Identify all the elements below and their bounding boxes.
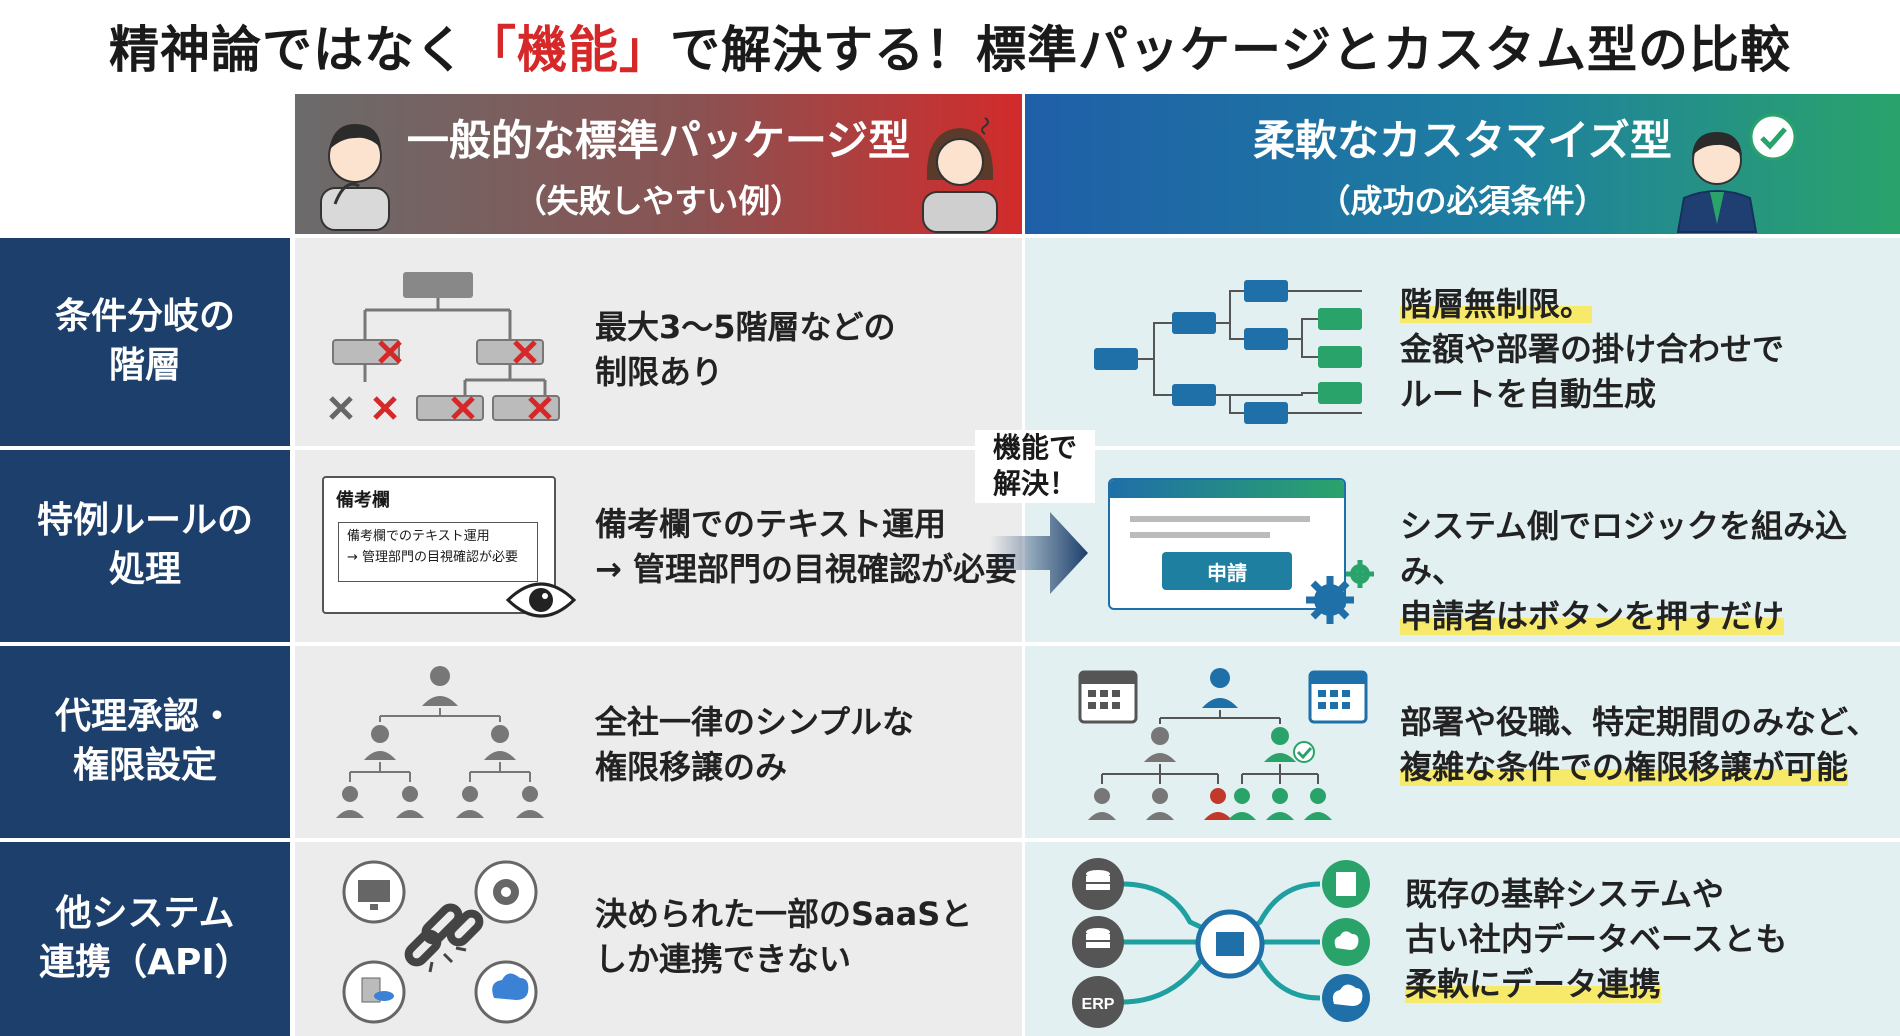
page-title: 精神論ではなく「機能」で解決する！標準パッケージとカスタム型の比較 (0, 0, 1900, 92)
row2-label-line1: 特例ルールの (36, 500, 253, 542)
gear-icon (1306, 560, 1374, 624)
row4-label-line1: 他システム (55, 893, 235, 935)
memo-line2: → 管理部門の目視確認が必要 (347, 549, 519, 565)
row3-left-cell (295, 646, 1022, 838)
window-text-line (1130, 532, 1270, 538)
header-right-title: 柔軟なカスタマイズ型 (1253, 115, 1672, 165)
row3-right-text: 部署や役職、特定期間のみなど、 複雑な条件での権限移譲が可能 (1400, 700, 1878, 790)
row1-left-line2: 制限あり (595, 352, 724, 391)
row2-right-text: システム側でロジックを組み込み、 申請者はボタンを押すだけ (1400, 504, 1900, 638)
broken-link-icon (342, 860, 538, 1024)
apply-button[interactable]: 申請 (1162, 552, 1292, 590)
row3-right-cell (1025, 646, 1900, 838)
worried-woman-icon (922, 117, 998, 233)
limited-tree-icon (329, 272, 560, 421)
row4-right-line1: 既存の基幹システムや (1405, 875, 1725, 913)
row3-left-text: 全社一律のシンプルな 権限移譲のみ (595, 700, 914, 790)
header-left-title: 一般的な標準パッケージ型 (406, 115, 911, 165)
row-label-proxy: 代理承認・権限設定 (0, 646, 290, 838)
window-titlebar (1110, 480, 1344, 498)
integration-hub-icon: ERP (1072, 858, 1370, 1028)
row4-left-line2: しか連携できない (595, 939, 852, 978)
middle-label: 機能で 解決！ (975, 430, 1095, 503)
row-label-integration: 他システム連携（API） (0, 842, 290, 1036)
row1-right-line3: ルートを自動生成 (1400, 374, 1657, 413)
header-right-subtitle: （成功の必須条件） (1318, 181, 1607, 220)
title-accent: 「機能」 (466, 21, 670, 79)
row-label-branch: 条件分岐の階層 (0, 238, 290, 446)
row3-left-line1: 全社一律のシンプルな (595, 703, 915, 741)
memo-inner-box: 備考欄でのテキスト運用 → 管理部門の目視確認が必要 (338, 522, 538, 582)
eye-icon (505, 582, 577, 618)
row4-label-line2: 連携（API） (39, 942, 251, 983)
row1-right-text: 階層無制限。 金額や部署の掛け合わせで ルートを自動生成 (1400, 282, 1784, 416)
worried-man-icon (320, 124, 390, 231)
row3-label-line2: 権限設定 (72, 745, 217, 786)
row-label-exception: 特例ルールの処理 (0, 450, 290, 642)
center-arrow-icon (990, 512, 1088, 594)
row3-right-line1: 部署や役職、特定期間のみなど、 (1400, 703, 1879, 741)
header-custom-type: 柔軟なカスタマイズ型 （成功の必須条件） (1025, 94, 1900, 234)
memo-title: 備考欄 (336, 490, 390, 511)
app-window-illustration: 申請 (1108, 478, 1346, 610)
row3-right-line2: 複雑な条件での権限移譲が可能 (1400, 747, 1849, 786)
memo-line1: 備考欄でのテキスト運用 (347, 529, 490, 544)
row1-right-line2: 金額や部署の掛け合わせで (1400, 329, 1785, 368)
row4-right-cell (1025, 842, 1900, 1036)
row4-right-line2: 古い社内データベースとも (1405, 919, 1788, 958)
title-suffix: で解決する！標準パッケージとカスタム型の比較 (670, 21, 1791, 79)
check-badge-icon (1749, 113, 1797, 161)
calendar-icon (1078, 670, 1138, 724)
row1-left-text: 最大3〜5階層などの 制限あり (595, 305, 896, 395)
middle-label-line1: 機能で (992, 431, 1077, 464)
row4-right-text: 既存の基幹システムや 古い社内データベースとも 柔軟にデータ連携 (1405, 872, 1787, 1006)
row2-left-text: 備考欄でのテキスト運用 → 管理部門の目視確認が必要 (595, 502, 1017, 592)
row3-left-line2: 権限移譲のみ (595, 747, 788, 786)
row2-label-line2: 処理 (108, 549, 181, 590)
row3-label-line1: 代理承認・ (54, 696, 235, 738)
header-standard-package: 一般的な標準パッケージ型 （失敗しやすい例） (295, 94, 1022, 234)
row4-left-line1: 決められた一部のSaaSと (595, 895, 973, 933)
row1-left-line1: 最大3〜5階層などの (595, 308, 896, 346)
header-left-subtitle: （失敗しやすい例） (514, 181, 803, 220)
title-prefix: 精神論ではなく (109, 21, 466, 79)
row1-right-cell (1025, 238, 1900, 446)
row1-label-line2: 階層 (108, 345, 181, 386)
middle-label-line2: 解決！ (992, 467, 1077, 501)
row2-right-line2: 申請者はボタンを押すだけ (1400, 596, 1785, 635)
window-text-line (1130, 516, 1310, 522)
row4-left-text: 決められた一部のSaaSと しか連携できない (595, 892, 972, 982)
row2-left-line1: 備考欄でのテキスト運用 (595, 505, 947, 543)
simple-org-chart-icon (336, 666, 544, 818)
row2-right-line1: システム側でロジックを組み込み、 (1400, 507, 1848, 590)
row1-right-line1: 階層無制限。 (1400, 285, 1593, 323)
row2-left-line2: → 管理部門の目視確認が必要 (595, 549, 1017, 588)
erp-label: ERP (1082, 996, 1115, 1013)
row1-label-line1: 条件分岐の (54, 296, 235, 338)
unlimited-tree-icon (1094, 280, 1362, 424)
row4-right-line3: 柔軟にデータ連携 (1405, 964, 1662, 1003)
flexible-org-chart-icon (1078, 668, 1368, 820)
confident-man-icon (1676, 132, 1758, 233)
